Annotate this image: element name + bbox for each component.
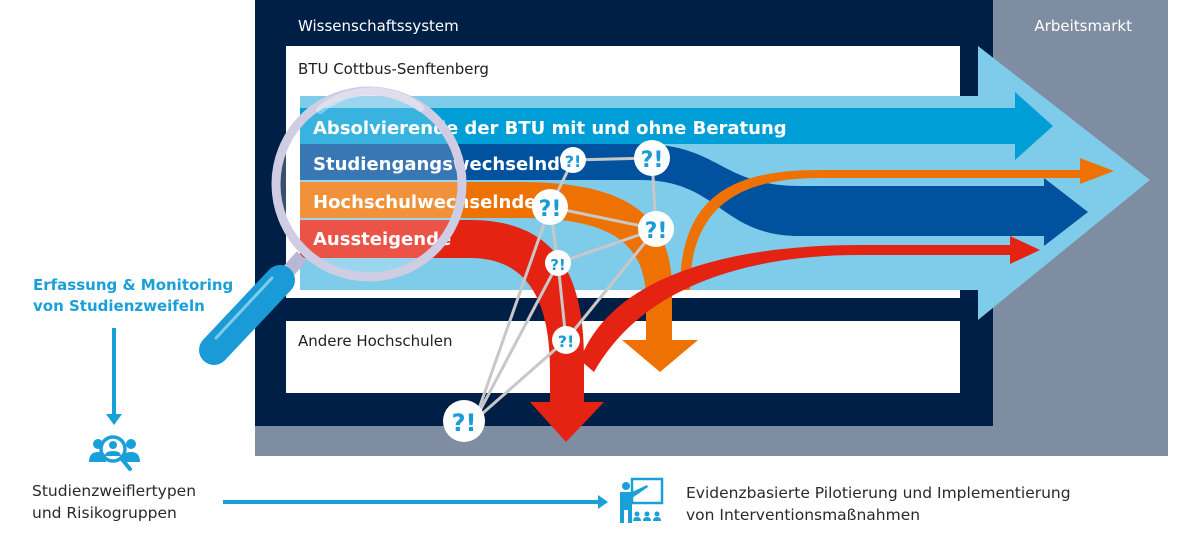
svg-text:?!: ?!: [641, 148, 664, 173]
labor-market-label: Arbeitsmarkt: [1034, 17, 1132, 35]
svg-text:?!: ?!: [452, 409, 477, 437]
group-label-program-switchers: Studiengangswechselnde: [313, 154, 572, 175]
university-switchers-return-arrow: [680, 158, 1114, 290]
group-search-icon: [89, 435, 140, 471]
intervention-label-line2: von Interventionsmaßnahmen: [686, 506, 920, 524]
right-arrow: [223, 495, 608, 509]
graduates-arrow: [300, 92, 1053, 160]
down-arrow: [106, 328, 122, 425]
university-label: BTU Cottbus-Senftenberg: [298, 60, 489, 78]
doubt-node: ?!: [638, 211, 674, 247]
other-universities-label: Andere Hochschulen: [298, 332, 453, 350]
dropouts-return-arrow: [580, 236, 1040, 372]
doubt-node: ?!: [560, 147, 586, 173]
svg-text:?!: ?!: [565, 152, 582, 171]
types-label-line1: Studienzweiflertypen: [32, 482, 196, 500]
magnifying-glass-icon: [199, 86, 467, 365]
doubt-node: ?!: [545, 250, 571, 276]
intervention-label-line1: Evidenzbasierte Pilotierung und Implemen…: [686, 484, 1071, 502]
doubt-node: ?!: [634, 140, 670, 176]
types-label-line2: und Risikogruppen: [32, 504, 177, 522]
monitoring-label-line1: Erfassung & Monitoring: [33, 276, 233, 294]
group-label-dropouts: Aussteigende: [313, 229, 451, 250]
svg-text:?!: ?!: [539, 197, 562, 222]
doubt-node: ?!: [443, 400, 485, 442]
doubt-node: ?!: [532, 189, 568, 225]
dropouts-arrow: [300, 220, 604, 442]
science-system-label: Wissenschaftssystem: [298, 17, 459, 35]
svg-text:?!: ?!: [645, 219, 668, 244]
university-switchers-arrow: [300, 182, 698, 372]
doubt-node: ?!: [552, 326, 580, 354]
svg-text:?!: ?!: [558, 332, 575, 351]
svg-text:?!: ?!: [550, 256, 566, 274]
monitoring-label-line2: von Studienzweifeln: [33, 297, 205, 315]
group-label-graduates: Absolvierende der BTU mit und ohne Berat…: [313, 118, 787, 139]
program-switchers-arrow: [300, 144, 1088, 246]
group-label-university-switchers: Hochschulwechselnde: [313, 192, 536, 213]
presentation-teacher-icon: [620, 477, 664, 523]
